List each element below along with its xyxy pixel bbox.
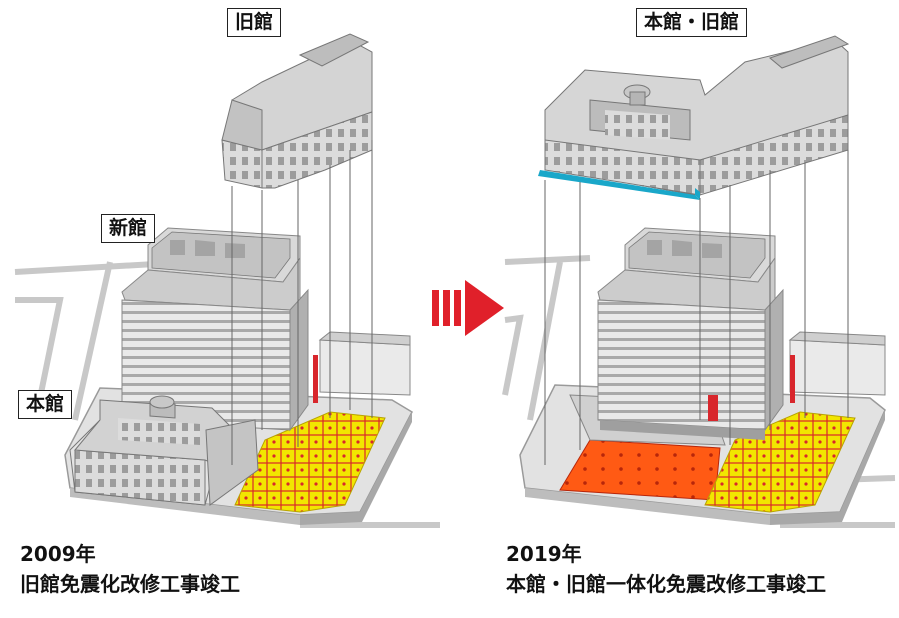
new-building-tower	[121, 227, 309, 432]
left-annex-block	[318, 331, 411, 396]
right-caption-description: 本館・旧館一体化免震改修工事竣工	[506, 572, 826, 596]
left-caption-year: 2009年	[20, 542, 96, 566]
right-red-braces	[708, 355, 795, 421]
label-old-building: 旧館	[227, 8, 282, 37]
label-new-building: 新館	[101, 214, 156, 243]
right-alignment-lines	[544, 150, 849, 465]
label-main-building: 本館	[18, 390, 73, 419]
label-combined-building: 本館・旧館	[636, 8, 748, 37]
right-panel-drawing	[502, 35, 896, 528]
right-new-building-tower	[597, 227, 784, 440]
left-panel-drawing	[14, 33, 440, 528]
old-building-left	[221, 33, 373, 189]
combined-building-right	[538, 35, 850, 200]
left-alignment-lines	[231, 140, 373, 465]
right-annex-block	[788, 331, 886, 396]
right-caption-year: 2019年	[506, 542, 582, 566]
main-building-left	[69, 395, 259, 506]
left-caption-description: 旧館免震化改修工事竣工	[20, 572, 240, 596]
left-isolator-grid	[234, 411, 386, 513]
right-base-isolation-slab	[559, 439, 721, 501]
arrow-right-icon	[432, 280, 504, 336]
